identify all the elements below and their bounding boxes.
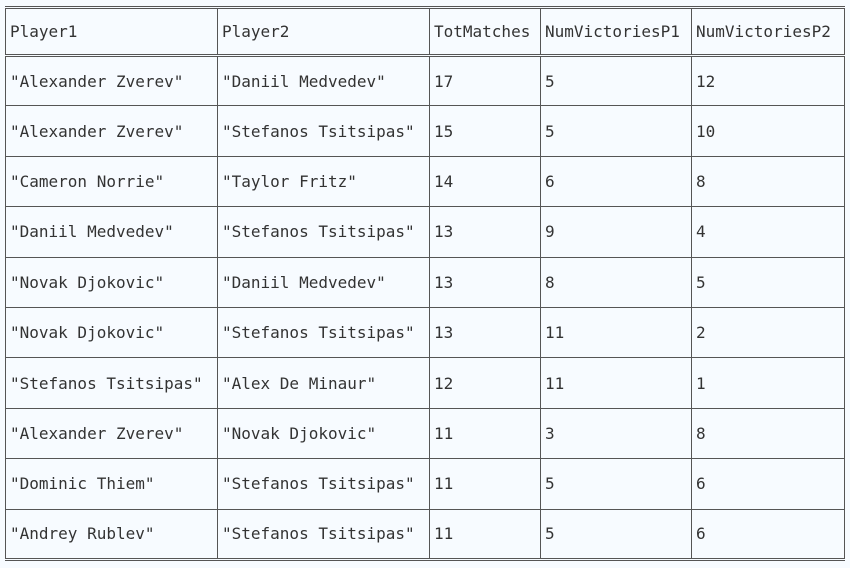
column-header-numvictoriesp2: NumVictoriesP2 — [691, 7, 845, 56]
cell-player2: "Daniil Medvedev" — [217, 55, 430, 106]
cell-totmatches: 13 — [429, 307, 541, 358]
table-row: "Alexander Zverev" "Novak Djokovic" 11 3… — [5, 408, 845, 459]
cell-player1: "Novak Djokovic" — [5, 257, 218, 308]
cell-player1: "Daniil Medvedev" — [5, 206, 218, 258]
cell-numvictoriesp2: 12 — [691, 55, 845, 106]
cell-totmatches: 12 — [429, 357, 541, 409]
cell-player2: "Novak Djokovic" — [217, 408, 430, 459]
cell-totmatches: 11 — [429, 408, 541, 459]
cell-player1: "Cameron Norrie" — [5, 156, 218, 207]
cell-player1: "Stefanos Tsitsipas" — [5, 357, 218, 409]
cell-totmatches: 17 — [429, 55, 541, 106]
cell-player2: "Daniil Medvedev" — [217, 257, 430, 308]
table-row: "Novak Djokovic" "Stefanos Tsitsipas" 13… — [5, 307, 845, 358]
cell-player2: "Taylor Fritz" — [217, 156, 430, 207]
cell-numvictoriesp1: 11 — [540, 307, 692, 358]
cell-player1: "Alexander Zverev" — [5, 55, 218, 106]
cell-numvictoriesp1: 5 — [540, 105, 692, 157]
table-row: "Novak Djokovic" "Daniil Medvedev" 13 8 … — [5, 257, 845, 308]
cell-numvictoriesp1: 5 — [540, 458, 692, 510]
cell-totmatches: 13 — [429, 206, 541, 258]
cell-numvictoriesp1: 6 — [540, 156, 692, 207]
cell-numvictoriesp2: 6 — [691, 458, 845, 510]
cell-numvictoriesp1: 5 — [540, 509, 692, 560]
table-row: "Dominic Thiem" "Stefanos Tsitsipas" 11 … — [5, 458, 845, 510]
table-row: "Stefanos Tsitsipas" "Alex De Minaur" 12… — [5, 357, 845, 409]
cell-numvictoriesp1: 11 — [540, 357, 692, 409]
cell-totmatches: 15 — [429, 105, 541, 157]
cell-player1: "Dominic Thiem" — [5, 458, 218, 510]
cell-numvictoriesp1: 5 — [540, 55, 692, 106]
cell-player1: "Alexander Zverev" — [5, 105, 218, 157]
column-header-totmatches: TotMatches — [429, 7, 541, 56]
cell-totmatches: 13 — [429, 257, 541, 308]
cell-numvictoriesp1: 8 — [540, 257, 692, 308]
cell-totmatches: 14 — [429, 156, 541, 207]
cell-player2: "Stefanos Tsitsipas" — [217, 307, 430, 358]
table-row: "Daniil Medvedev" "Stefanos Tsitsipas" 1… — [5, 206, 845, 258]
cell-numvictoriesp1: 3 — [540, 408, 692, 459]
cell-totmatches: 11 — [429, 458, 541, 510]
cell-player2: "Alex De Minaur" — [217, 357, 430, 409]
query-result-table: Player1 Player2 TotMatches NumVictoriesP… — [5, 6, 845, 561]
table-row: "Alexander Zverev" "Stefanos Tsitsipas" … — [5, 105, 845, 157]
cell-player2: "Stefanos Tsitsipas" — [217, 509, 430, 560]
cell-numvictoriesp2: 10 — [691, 105, 845, 157]
cell-numvictoriesp2: 2 — [691, 307, 845, 358]
table-row: "Cameron Norrie" "Taylor Fritz" 14 6 8 — [5, 156, 845, 207]
cell-player1: "Andrey Rublev" — [5, 509, 218, 560]
column-header-numvictoriesp1: NumVictoriesP1 — [540, 7, 692, 56]
cell-numvictoriesp2: 1 — [691, 357, 845, 409]
cell-numvictoriesp2: 4 — [691, 206, 845, 258]
cell-numvictoriesp2: 8 — [691, 156, 845, 207]
cell-player2: "Stefanos Tsitsipas" — [217, 105, 430, 157]
cell-numvictoriesp2: 6 — [691, 509, 845, 560]
cell-player1: "Alexander Zverev" — [5, 408, 218, 459]
column-header-player1: Player1 — [5, 7, 218, 56]
cell-player1: "Novak Djokovic" — [5, 307, 218, 358]
cell-player2: "Stefanos Tsitsipas" — [217, 206, 430, 258]
cell-numvictoriesp2: 5 — [691, 257, 845, 308]
cell-numvictoriesp1: 9 — [540, 206, 692, 258]
cell-totmatches: 11 — [429, 509, 541, 560]
cell-player2: "Stefanos Tsitsipas" — [217, 458, 430, 510]
table-body: "Alexander Zverev" "Daniil Medvedev" 17 … — [5, 55, 845, 560]
column-header-player2: Player2 — [217, 7, 430, 56]
table-row: "Andrey Rublev" "Stefanos Tsitsipas" 11 … — [5, 509, 845, 560]
table-row: "Alexander Zverev" "Daniil Medvedev" 17 … — [5, 55, 845, 106]
header-row: Player1 Player2 TotMatches NumVictoriesP… — [5, 7, 845, 56]
cell-numvictoriesp2: 8 — [691, 408, 845, 459]
table-header: Player1 Player2 TotMatches NumVictoriesP… — [5, 7, 845, 56]
